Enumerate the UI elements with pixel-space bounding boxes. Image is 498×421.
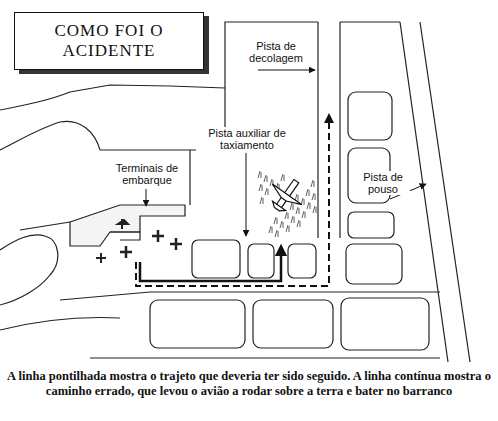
scrub-stroke bbox=[311, 180, 314, 187]
place-label: Pista de decolagem bbox=[240, 40, 312, 64]
scrub-stroke bbox=[265, 188, 268, 195]
scrub-stroke bbox=[259, 184, 262, 191]
place-label: Pista de pouso bbox=[356, 171, 410, 195]
scrub-stroke bbox=[296, 207, 299, 214]
wrong-route bbox=[140, 250, 281, 281]
place-label: Terminais de embarque bbox=[108, 162, 186, 186]
place-label: Pista auxiliar de taxiamento bbox=[196, 127, 298, 151]
scrub-stroke bbox=[280, 221, 283, 228]
scrub-stroke bbox=[275, 230, 278, 237]
caption: A linha pontilhada mostra o trajeto que … bbox=[6, 369, 492, 399]
parked-aircraft bbox=[96, 219, 182, 263]
scrub-stroke bbox=[306, 189, 309, 196]
scrub-stroke bbox=[258, 171, 261, 178]
title: COMO FOI O ACIDENTE bbox=[15, 13, 203, 69]
scrub-stroke bbox=[302, 211, 305, 218]
scrub-stroke bbox=[269, 226, 272, 233]
scrub-stroke bbox=[274, 217, 277, 224]
map-outlines bbox=[0, 22, 470, 362]
scrub-stroke bbox=[312, 193, 315, 200]
leader-arrows bbox=[146, 70, 426, 236]
scrub-stroke bbox=[290, 203, 293, 210]
scrub-stroke bbox=[260, 197, 263, 204]
scrub-stroke bbox=[285, 212, 288, 219]
scrub-stroke bbox=[307, 202, 310, 209]
scrub-stroke bbox=[313, 206, 316, 213]
scrub-stroke bbox=[291, 216, 294, 223]
scrub-stroke bbox=[286, 225, 289, 232]
scrub-stroke bbox=[264, 175, 267, 182]
crashed-aircraft bbox=[262, 171, 311, 219]
correct-route bbox=[136, 118, 329, 286]
scrub-stroke bbox=[281, 174, 284, 181]
title-box: COMO FOI O ACIDENTE bbox=[14, 12, 204, 70]
scrub-stroke bbox=[297, 220, 300, 227]
ground-scrub bbox=[258, 171, 316, 237]
